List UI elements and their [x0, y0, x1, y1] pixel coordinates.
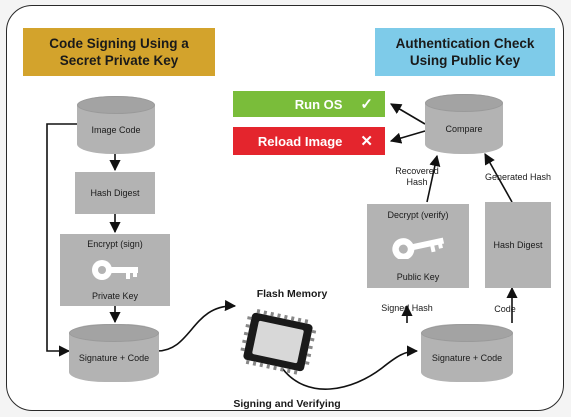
- hash-digest-box-left: Hash Digest: [75, 172, 155, 214]
- arrow-signature-to-flash: [156, 299, 237, 352]
- reload-image-label: Reload Image: [257, 133, 343, 149]
- encrypt-label: Encrypt (sign): [87, 239, 143, 249]
- run-os-badge: Run OS ✓: [233, 91, 385, 117]
- signing-title: Code Signing Using a Secret Private Key: [23, 28, 215, 76]
- hash-digest-box-right: Hash Digest: [485, 202, 551, 288]
- diagram-frame: Code Signing Using a Secret Private Key …: [6, 5, 564, 411]
- code-label: Code: [494, 304, 516, 314]
- arrow-decrypt-to-compare: [426, 154, 441, 203]
- connector-lines: [46, 103, 518, 390]
- arrow-compare-to-reload: [389, 130, 426, 144]
- arrow-compare-to-run-os: [390, 103, 426, 125]
- signature-code-label-left: Signature + Code: [78, 353, 150, 363]
- signature-code-label-right: Signature + Code: [431, 353, 503, 363]
- key-icon: [92, 260, 138, 280]
- compare-cylinder: Compare: [425, 94, 503, 154]
- private-key-label: Private Key: [91, 291, 139, 301]
- run-os-label: Run OS: [294, 96, 343, 112]
- signature-code-cylinder-right: Signature + Code: [421, 324, 513, 382]
- x-icon: ✕: [360, 133, 373, 150]
- arrow-code-bypass: [46, 123, 79, 357]
- image-code-label: Image Code: [91, 125, 141, 135]
- signed-hash-label: Signed Hash: [381, 303, 433, 313]
- signing-verifying-label: Signing and Verifying: [233, 398, 341, 410]
- arrow-flash-to-verify: [281, 345, 419, 390]
- encrypt-box: Encrypt (sign) Private Key: [60, 234, 170, 306]
- generated-hash-label: Generated Hash: [484, 172, 552, 182]
- signature-code-cylinder-left: Signature + Code: [69, 324, 159, 382]
- decrypt-label: Decrypt (verify): [387, 210, 449, 220]
- flash-memory-label: Flash Memory: [256, 288, 328, 300]
- hash-digest-label-left: Hash Digest: [90, 188, 140, 198]
- public-key-label: Public Key: [396, 272, 440, 282]
- key-icon: [392, 237, 445, 259]
- chip-icon: [240, 308, 317, 375]
- compare-label: Compare: [445, 124, 483, 134]
- reload-image-badge: Reload Image ✕: [233, 127, 385, 155]
- decrypt-box: Decrypt (verify) Public Key: [367, 204, 469, 288]
- arrow-hashdigest-to-compare: [484, 153, 513, 203]
- authentication-title: Authentication Check Using Public Key: [375, 28, 555, 76]
- recovered-hash-label: Recovered Hash: [395, 166, 439, 187]
- checkmark-icon: ✓: [360, 96, 373, 113]
- hash-digest-label-right: Hash Digest: [493, 240, 543, 250]
- image-code-cylinder: Image Code: [77, 96, 155, 154]
